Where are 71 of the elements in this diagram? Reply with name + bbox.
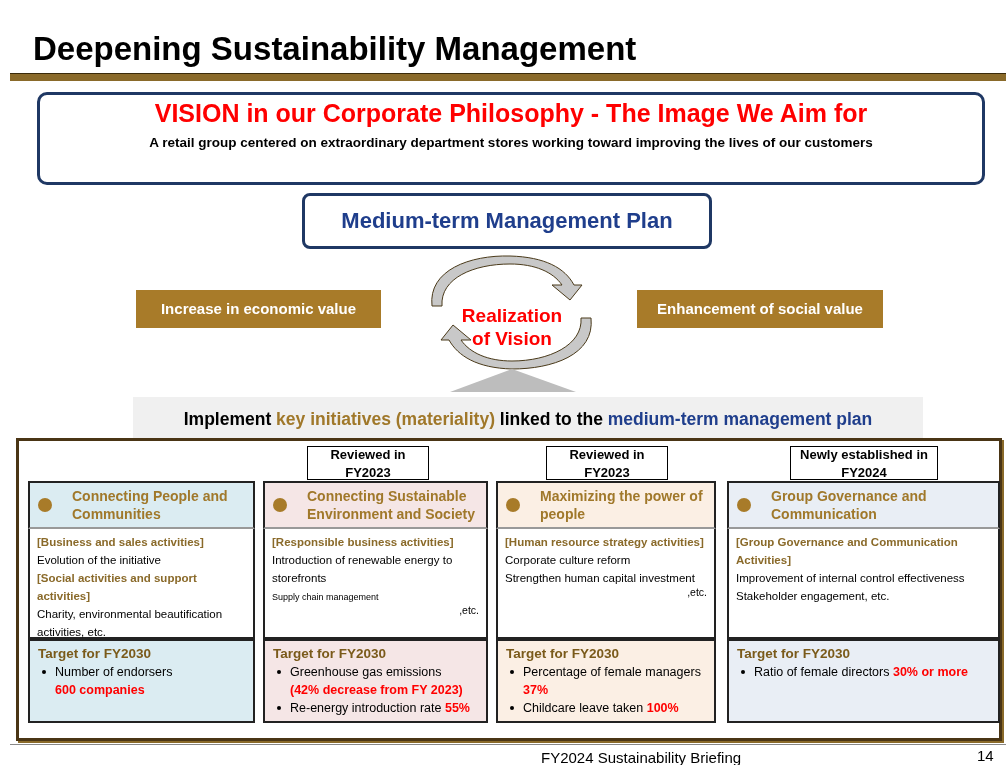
activities-box xyxy=(727,529,1000,639)
body-text: ,etc. xyxy=(686,586,707,599)
target-value: 37% xyxy=(523,683,549,697)
category-header xyxy=(727,481,1000,529)
category-header xyxy=(496,481,716,529)
cycle-text: Realization of Vision xyxy=(461,305,563,349)
initiatives-frame xyxy=(16,438,1002,741)
tag-text: Newly established in FY2024 xyxy=(800,447,928,480)
bullet-text: Re-energy introduction rate xyxy=(290,701,442,715)
target-value: 600 companies xyxy=(55,683,145,697)
target-box xyxy=(496,639,716,723)
category-header xyxy=(28,481,255,529)
tag-text: Reviewed in FY2023 xyxy=(569,447,645,480)
activities-box xyxy=(496,529,716,639)
banner-text: key initiatives (materiality) xyxy=(275,408,495,429)
body-text: Corporate culture reform xyxy=(505,554,631,566)
body-text: ,etc. xyxy=(458,604,479,617)
bullet-text: Number of endorsers xyxy=(55,665,173,679)
category-header xyxy=(263,481,488,529)
target-heading: Target for FY2030 xyxy=(38,646,152,661)
target-heading: Target for FY2030 xyxy=(273,646,387,661)
tag-text: Reviewed in FY2023 xyxy=(330,447,406,480)
vision-box xyxy=(37,92,985,185)
activities-box xyxy=(28,529,255,639)
category-title: Connecting People and Communities xyxy=(72,488,228,522)
category-title: Maximizing the power of people xyxy=(540,488,703,522)
section-heading: [Human resource strategy activities] xyxy=(505,536,704,548)
section-heading: [Group Governance and Communication Activities] xyxy=(736,536,958,566)
section-heading: [Social activities and support activities] xyxy=(37,572,197,602)
slide-title: Deepening Sustainability Management xyxy=(33,30,637,68)
value-band xyxy=(136,290,381,328)
body-text: Stakeholder engagement, etc. xyxy=(736,590,890,602)
target-heading: Target for FY2030 xyxy=(506,646,620,661)
vision-heading: VISION in our Corporate Philosophy - The Image We Aim for xyxy=(153,99,869,128)
body-text: Introduction of renewable energy to storefronts xyxy=(272,554,453,584)
page-number: 14 xyxy=(977,747,994,764)
bullet-text: Percentage of female managers xyxy=(523,665,701,679)
body-text: Supply chain management xyxy=(272,592,379,602)
plan-box xyxy=(302,193,712,249)
category-title: Connecting Sustainable Environment and Society xyxy=(307,488,476,522)
target-value: 30% or more xyxy=(891,665,968,679)
target-box xyxy=(28,639,255,723)
body-text: Evolution of the initiative xyxy=(37,554,162,566)
status-tag xyxy=(307,446,429,480)
section-heading: [Responsible business activities] xyxy=(272,536,454,548)
value-band xyxy=(637,290,883,328)
body-text: Charity, environmental beautification activities, etc. xyxy=(37,608,223,638)
target-value: 100% xyxy=(645,701,679,715)
status-tag xyxy=(790,446,938,480)
bullet-text: Greenhouse gas emissions xyxy=(290,665,442,679)
initiatives-banner xyxy=(133,397,923,441)
target-box xyxy=(727,639,1000,723)
bullet-text: Childcare leave taken xyxy=(523,701,644,715)
band-text: Enhancement of social value xyxy=(657,300,863,317)
target-box xyxy=(263,639,488,723)
target-value: (42% decrease from FY 2023) xyxy=(290,683,463,697)
banner-text: linked to the xyxy=(498,408,603,429)
band-text: Increase in economic value xyxy=(160,300,357,317)
vision-text: A retail group centered on extraordinary department stores working toward improving the lives of our customers xyxy=(148,134,874,151)
plan-title: Medium-term Management Plan xyxy=(341,208,673,233)
banner-text: medium-term management plan xyxy=(606,408,873,429)
section-heading: [Business and sales activities] xyxy=(37,536,204,548)
target-heading: Target for FY2030 xyxy=(737,646,851,661)
body-text: Improvement of internal control effectiveness xyxy=(736,572,965,584)
activities-box xyxy=(263,529,488,639)
target-value: 55% xyxy=(443,701,470,715)
bullet-text: Ratio of female directors xyxy=(754,665,890,679)
body-text: Strengthen human capital investment xyxy=(505,572,695,584)
status-tag xyxy=(546,446,668,480)
banner-text: Implement xyxy=(183,408,272,429)
category-title: Group Governance and Communication xyxy=(771,488,927,522)
